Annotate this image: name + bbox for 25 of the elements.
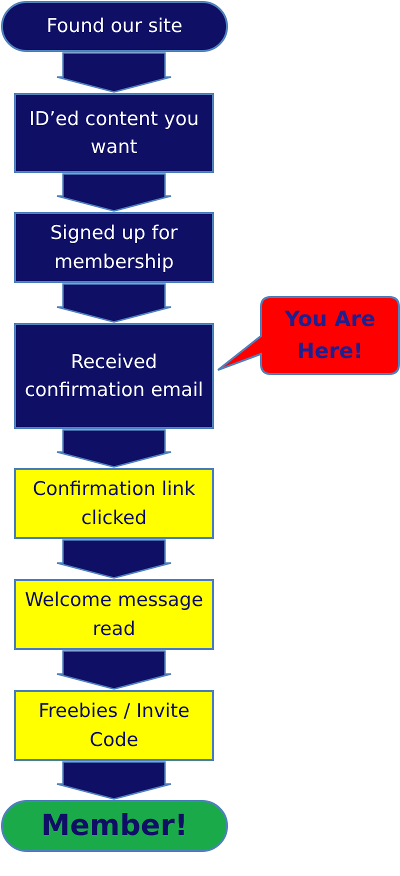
node-label: ID’ed content you want xyxy=(28,106,200,160)
node-label: Welcome message read xyxy=(24,588,204,642)
end-terminal xyxy=(1,800,228,852)
node-label: Member! xyxy=(41,807,188,844)
block-arrow xyxy=(56,650,172,690)
node-label: Confirmation link clicked xyxy=(32,477,196,530)
node-label: Freebies / Invite Code xyxy=(37,699,191,752)
block-arrow xyxy=(56,429,172,468)
speech-callout xyxy=(216,296,400,375)
process-box xyxy=(14,579,214,650)
block-arrow xyxy=(56,173,172,212)
node-label: Signed up for membership xyxy=(49,221,179,274)
start-terminal xyxy=(1,1,228,52)
node-label: Found our site xyxy=(46,14,182,40)
process-box xyxy=(14,690,214,761)
block-arrow xyxy=(56,283,172,323)
process-box xyxy=(14,468,214,539)
node-label: Received confirmation email xyxy=(24,350,204,403)
process-box xyxy=(14,93,214,173)
process-box xyxy=(14,212,214,283)
node-label: You Are Here! xyxy=(284,306,376,364)
block-arrow xyxy=(56,52,172,93)
process-box xyxy=(14,323,214,429)
block-arrow xyxy=(56,761,172,800)
block-arrow xyxy=(56,539,172,579)
